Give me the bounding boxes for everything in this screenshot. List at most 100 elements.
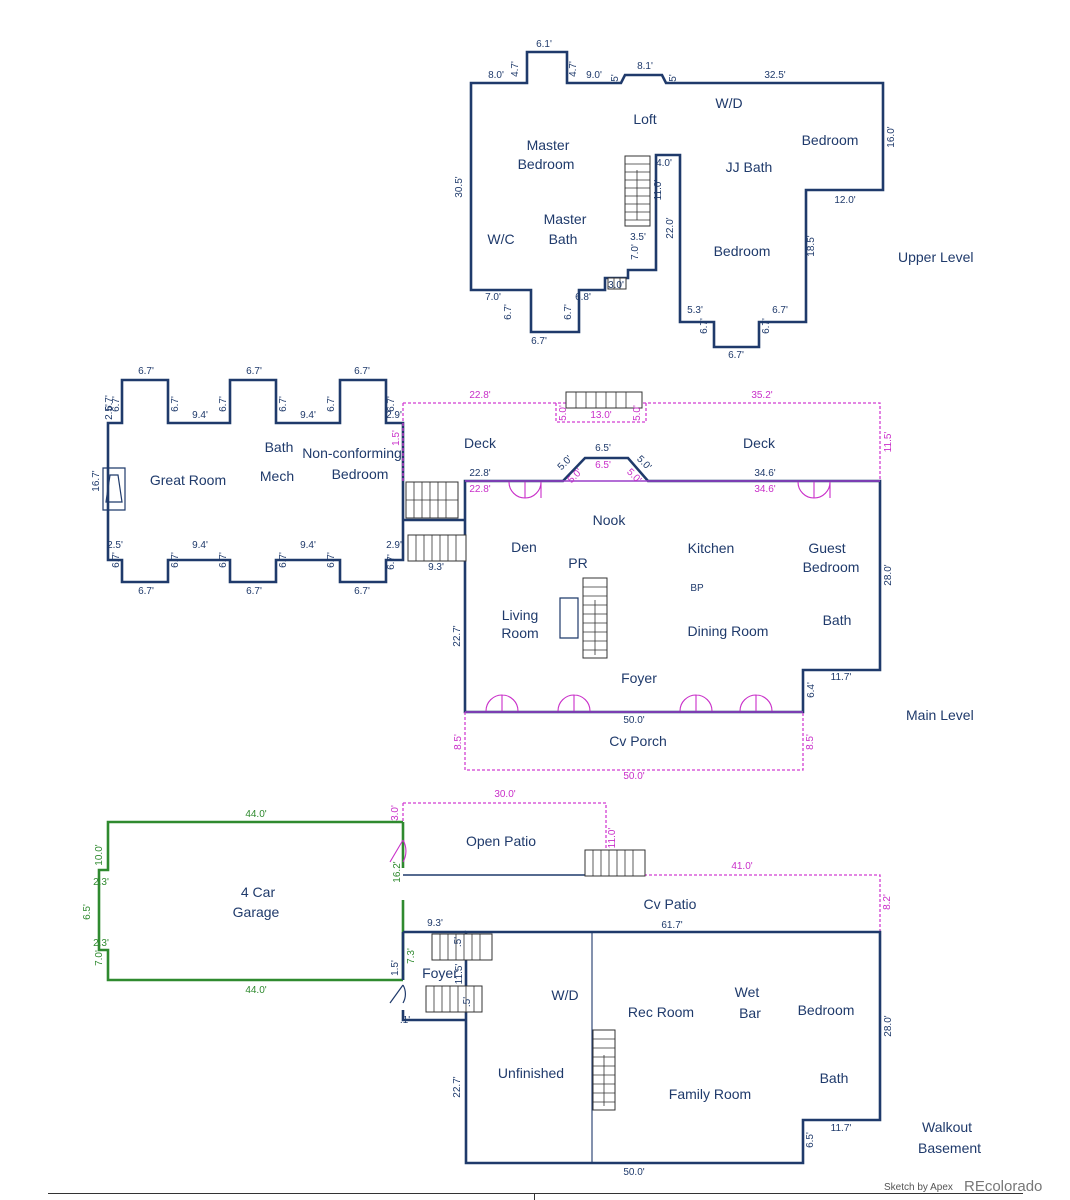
dim-label: 11.5' [454,964,465,985]
basement-level-plan: Open Patio 4 Car Garage Cv Patio Foyer W… [82,789,981,1178]
room-living-line1: Living [502,607,539,623]
dim-label: 12.0' [834,195,855,206]
dim-label: .5' [453,937,464,947]
dim-label: 28.0' [883,1015,894,1036]
main-house-outline [463,456,882,714]
dim-label: 2.9' [386,540,402,551]
dim-label: 22.8' [469,390,490,401]
room-loft: Loft [633,111,656,127]
dim-label: 6.7' [218,396,229,412]
dim-label: 9.4' [300,540,316,551]
dim-label: 6.7' [326,396,337,412]
upper-staircase [624,155,651,227]
porch-outline [464,712,804,771]
room-bedroom-basement: Bedroom [798,1002,855,1018]
dim-label: 4.0' [656,158,672,169]
dim-label: 6.7' [111,396,122,412]
open-patio-outline [402,802,607,850]
foyer-stairs-upper [431,933,493,961]
dim-label: 6.5' [805,1132,816,1148]
room-covered-porch: Cv Porch [609,733,667,749]
dim-label: 6.7' [386,396,397,412]
dim-label: 11.7' [831,1123,852,1134]
dim-label: 6.7' [246,586,262,597]
basement-foyer-outline [401,930,466,1022]
dim-label: 34.6' [754,468,775,479]
dim-label: 8.5' [453,734,464,750]
room-garage-line1: 4 Car [241,884,276,900]
room-wet-bar-line2: Bar [739,1005,761,1021]
main-interior-stairs [559,577,608,659]
dim-label: 44.0' [245,985,266,996]
room-unfinished: Unfinished [498,1065,564,1081]
dim-label: 41.0' [731,861,752,872]
room-den: Den [511,539,537,555]
room-living-line2: Room [501,625,538,641]
dim-label: 6.7' [278,552,289,568]
dim-label: 11.0' [653,180,664,201]
dim-label: 6.7' [326,552,337,568]
dim-label: 6.7' [772,305,788,316]
dim-label: 7.3' [406,948,417,964]
dim-label: 3.0' [390,805,401,821]
dim-label: 4.7' [568,61,579,77]
room-bedroom-upper-south: Bedroom [714,243,771,259]
dim-label: 11.7' [831,672,852,683]
dim-label: 6.7' [728,350,744,361]
room-master-bedroom-line1: Master [527,137,570,153]
dim-label: 22.8' [469,484,490,495]
dim-label: 61.7' [661,920,682,931]
annex-outline [106,378,405,584]
dim-label: 22.7' [452,625,463,646]
foyer-door-swing [389,984,407,1004]
dim-label: 5' [668,74,679,82]
dim-label: 1.5' [390,960,401,976]
dim-label: 6.1' [536,39,552,50]
garage-door-swing [389,839,407,863]
foyer-stairs-lower [425,985,483,1013]
dim-label: 34.6' [754,484,775,495]
dim-label: 7.0' [94,950,105,966]
dim-label: 9.4' [192,410,208,421]
room-bp: BP [690,583,704,594]
dim-label: 6.8' [575,292,591,303]
dim-label: 8.2' [882,894,893,910]
dim-label: 11.5' [883,432,894,453]
dim-label: 7.0' [630,244,641,260]
dim-label: 1.5' [391,430,402,446]
dim-label: 2.3' [93,938,109,949]
dim-label: 9.3' [427,918,443,929]
main-level-plan: Deck Deck Bath Non-conforming Bedroom Gr… [91,366,974,782]
dim-label: 9.4' [192,540,208,551]
dim-label: 9.3' [428,562,444,573]
room-nonconforming-line2: Bedroom [332,466,389,482]
dim-label: .5' [462,997,473,1007]
room-open-patio: Open Patio [466,833,536,849]
dim-label: 5.0' [558,405,569,421]
dim-label: 3.5' [630,232,646,243]
room-bath-main: Bath [823,612,852,628]
dim-label: 6.7' [563,304,574,320]
dim-label: 8.1' [637,61,653,72]
room-wd-upper: W/D [715,95,742,111]
label-upper-level: Upper Level [898,249,974,265]
annex-stairs-upper [405,481,459,519]
room-bedroom-ne: Bedroom [802,132,859,148]
bottom-border [48,1193,1023,1200]
dim-label: 5.0' [624,467,643,486]
room-dining-room: Dining Room [688,623,769,639]
dim-label: 6.7' [170,552,181,568]
dim-label: 10.0' [94,844,105,865]
sketch-credit: Sketch by Apex [884,1182,953,1193]
dim-label: 2.5' [104,404,115,420]
room-nonconforming-line1: Non-conforming [302,445,402,461]
label-walkout-line1: Walkout [922,1119,972,1135]
label-walkout-line2: Basement [918,1140,981,1156]
upper-level-outline [469,50,885,349]
dim-label: 6.5' [595,443,611,454]
dim-label: 30.0' [494,789,515,800]
room-master-bath-line2: Bath [549,231,578,247]
dim-label: 35.2' [751,390,772,401]
dim-label: 4.7' [510,61,521,77]
